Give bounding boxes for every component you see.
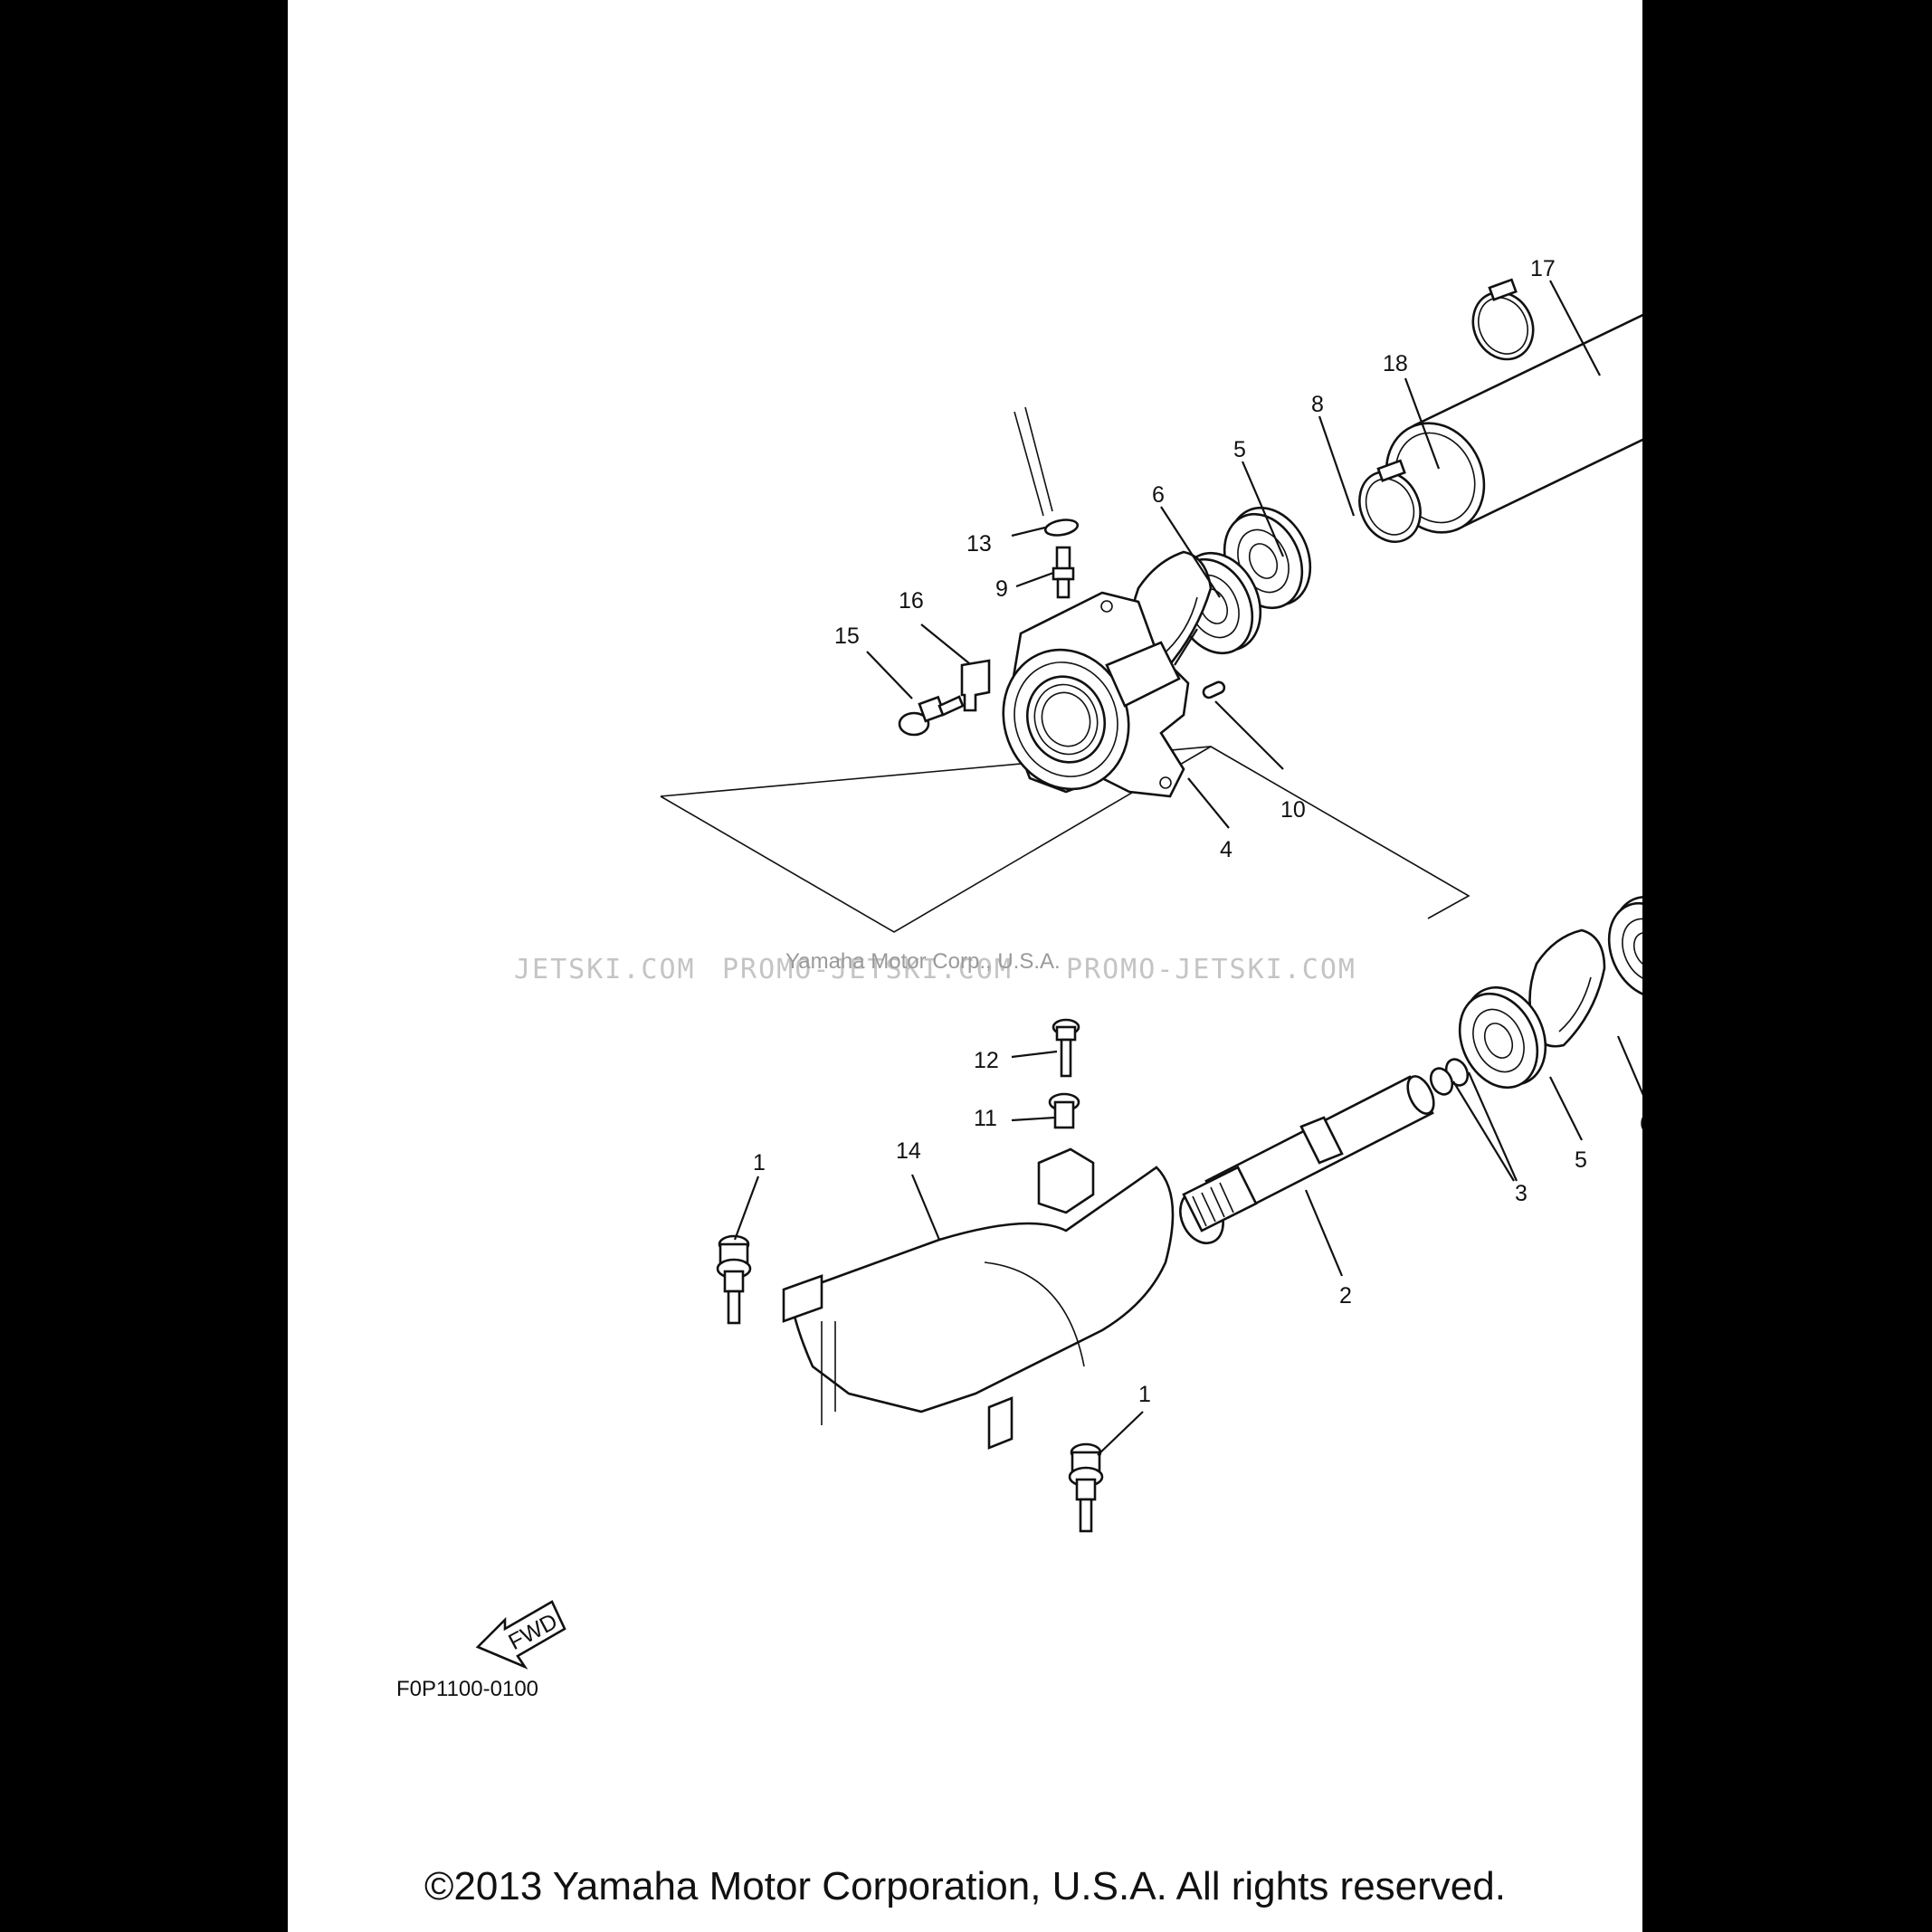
- copyright-notice: ©2013 Yamaha Motor Corporation, U.S.A. A…: [424, 1864, 1506, 1908]
- callout-5-upper: 5: [1233, 437, 1246, 462]
- callout-15: 15: [834, 623, 860, 649]
- diagram-page: 18 17 18 8 5 6 13 9 16 15 10 4 12 11 1 1…: [288, 0, 1642, 1932]
- callout-14: 14: [896, 1138, 921, 1164]
- collar-11: [1048, 1092, 1080, 1129]
- fwd-arrow-icon: FWD: [475, 1600, 566, 1670]
- assembly-outline: [660, 746, 1470, 933]
- callout-13: 13: [966, 531, 992, 557]
- figure-code: F0P1100-0100: [396, 1677, 538, 1701]
- callout-6-lower: 6: [1640, 1111, 1642, 1137]
- watermark: JETSKI.COM PROMO-JETSKI.COM PROMO-JETSKI…: [514, 949, 1356, 985]
- bearing-7: [1607, 895, 1642, 999]
- callout-17: 17: [1530, 256, 1556, 281]
- callout-2: 2: [1339, 1283, 1352, 1309]
- callout-6-upper: 6: [1152, 482, 1165, 508]
- callout-1-right: 1: [1138, 1382, 1151, 1407]
- callout-16: 16: [899, 588, 924, 614]
- callout-9: 9: [995, 576, 1008, 602]
- callout-11: 11: [974, 1106, 997, 1131]
- callout-10: 10: [1280, 797, 1306, 823]
- hose-clamp-upper: [1471, 278, 1535, 361]
- exploded-parts-diagram: 18 17 18 8 5 6 13 9 16 15 10 4 12 11 1 1…: [396, 256, 1642, 1701]
- callout-18-lower: 18: [1383, 351, 1408, 376]
- watermark-middle: PROMO-JETSKI.COM: [722, 954, 1013, 985]
- dowel-pin-10: [1202, 680, 1226, 700]
- nipple-9: [1052, 546, 1075, 599]
- bolt-1-right: [1068, 1442, 1104, 1533]
- impeller-housing: [1002, 591, 1190, 798]
- callout-4: 4: [1220, 837, 1232, 862]
- o-rings-3: [1429, 1058, 1470, 1096]
- shaft-cover-14: [782, 1147, 1175, 1450]
- callout-12: 12: [974, 1048, 999, 1073]
- bolt-15: [898, 695, 965, 737]
- callout-8: 8: [1311, 392, 1324, 417]
- drive-shaft: [1179, 1075, 1435, 1245]
- bearing-5-lower: [1458, 985, 1547, 1090]
- bolt-1-left: [716, 1234, 752, 1325]
- callouts: 18 17 18 8 5 6 13 9 16 15 10 4 12 11 1 1…: [753, 256, 1642, 1407]
- callout-5-lower: 5: [1575, 1147, 1587, 1173]
- bolt-12: [1052, 1018, 1080, 1078]
- water-hose-line: [1014, 406, 1053, 517]
- watermark-right: PROMO-JETSKI.COM: [1066, 954, 1356, 985]
- leader-lines: [733, 280, 1642, 1456]
- hose-clamp-lower: [1358, 459, 1422, 543]
- callout-1-left: 1: [753, 1150, 766, 1175]
- hose-clip-13: [1043, 519, 1080, 537]
- watermark-owner: Yamaha Motor Corp., U.S.A.: [785, 949, 1061, 974]
- callout-3: 3: [1515, 1181, 1528, 1206]
- bracket-16: [960, 659, 991, 712]
- watermark-left: JETSKI.COM: [514, 954, 696, 985]
